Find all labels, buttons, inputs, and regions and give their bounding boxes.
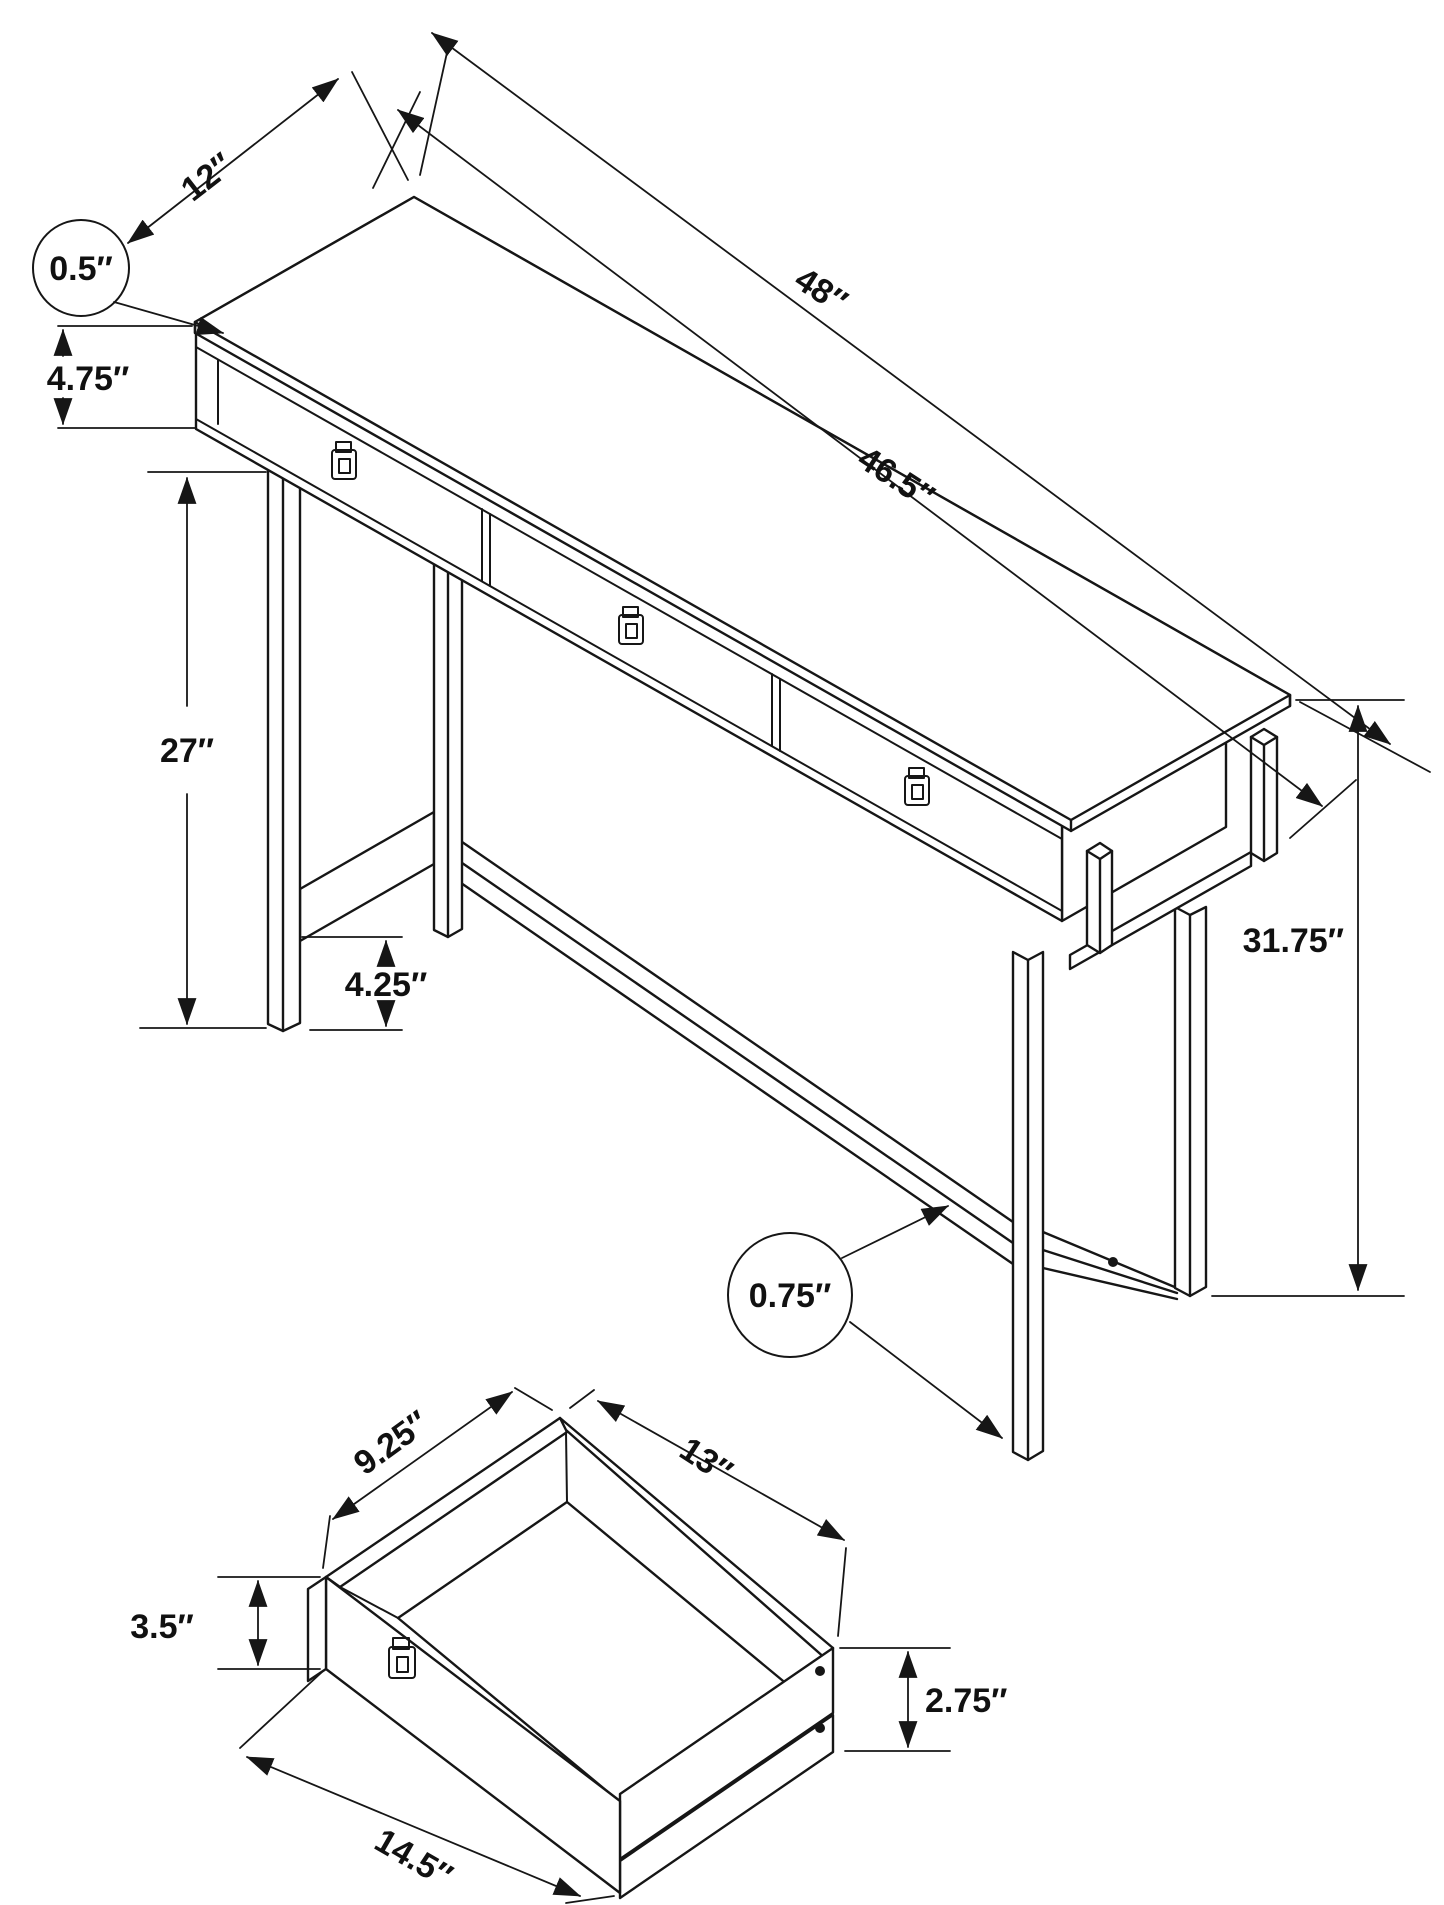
dim-12: 12″ — [127, 71, 409, 244]
screw-dot — [815, 1666, 825, 1676]
dim-27-label: 27″ — [160, 732, 214, 770]
dim-14-5-label: 14.5″ — [368, 1821, 458, 1895]
dim-2-75-label: 2.75″ — [925, 1682, 1007, 1720]
screw-dot — [1108, 1257, 1118, 1267]
dim-13-label: 13″ — [673, 1430, 739, 1491]
dim-4-75-label: 4.75″ — [47, 360, 129, 398]
latch-icon — [331, 441, 357, 480]
dim-3-5-label: 3.5″ — [130, 1608, 194, 1646]
dim-31-75: 31.75″ — [1211, 699, 1405, 1297]
callout-circle — [32, 219, 130, 317]
callout-0-75: 0.75″ — [727, 1205, 1003, 1439]
right-leg-frame — [1011, 850, 1253, 1462]
dim-27: 27″ — [139, 471, 267, 1029]
dim-0-75-label: 0.75″ — [749, 1277, 831, 1315]
latch-icon — [388, 1637, 416, 1679]
stretcher-bar — [434, 822, 1179, 1301]
dim-0-5-label: 0.5″ — [49, 250, 113, 288]
dim-31-75-label: 31.75″ — [1243, 922, 1344, 960]
dim-2-75: 2.75″ — [839, 1647, 1007, 1752]
dim-48-label: 48″ — [788, 260, 854, 321]
drawer-front-edge — [306, 1575, 328, 1683]
callout-0-5: 0.5″ — [32, 219, 225, 335]
h-frame-crossbar — [298, 810, 436, 943]
dim-4-75: 4.75″ — [47, 325, 197, 429]
dim-4-25-label: 4.25″ — [345, 966, 427, 1004]
callout-circle — [727, 1232, 853, 1358]
dim-3-5: 3.5″ — [130, 1576, 321, 1670]
screw-dot — [815, 1723, 825, 1733]
dim-4-25: 4.25″ — [301, 936, 427, 1031]
dim-9-25-label: 9.25″ — [347, 1403, 436, 1482]
